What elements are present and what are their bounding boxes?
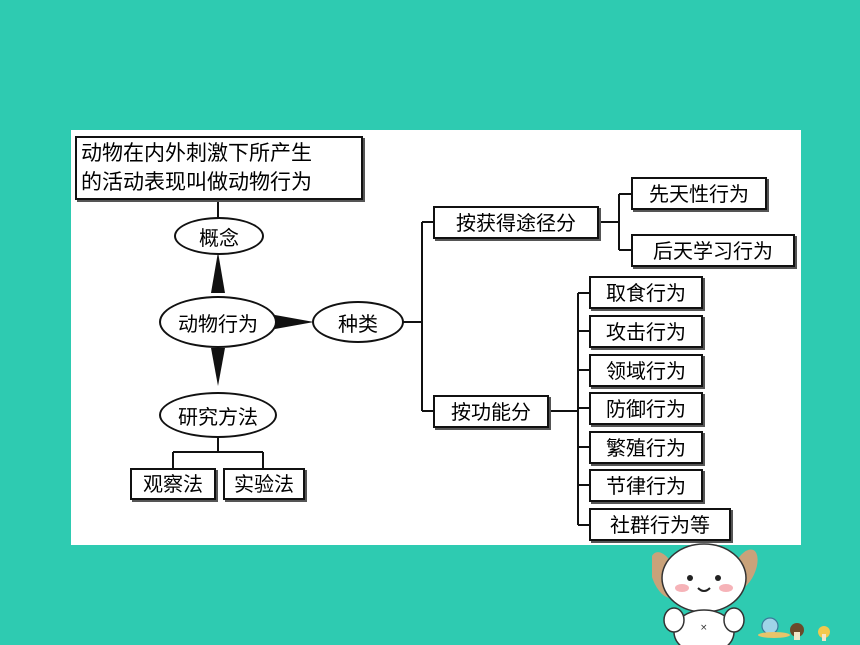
concept-node: 概念 bbox=[174, 217, 264, 255]
definition-box: 动物在内外刺激下所产生 的活动表现叫做动物行为 bbox=[75, 136, 363, 200]
types-node: 种类 bbox=[312, 301, 404, 343]
svg-text:×: × bbox=[700, 623, 708, 633]
innate-behavior: 先天性行为 bbox=[631, 177, 767, 210]
connector-lines bbox=[172, 193, 631, 526]
function-item: 取食行为 bbox=[589, 276, 703, 309]
definition-line-1: 动物在内外刺激下所产生 bbox=[81, 141, 312, 165]
function-item: 繁殖行为 bbox=[589, 431, 703, 464]
function-category: 按功能分 bbox=[433, 395, 549, 428]
puppy-mascot-decoration: × bbox=[652, 543, 830, 645]
function-item: 防御行为 bbox=[589, 392, 703, 425]
center-node-animal-behavior: 动物行为 bbox=[159, 296, 277, 348]
acquisition-category: 按获得途径分 bbox=[433, 206, 599, 239]
function-item: 节律行为 bbox=[589, 469, 703, 502]
function-item: 社群行为等 bbox=[589, 508, 731, 541]
function-item: 领域行为 bbox=[589, 354, 703, 387]
concept-map-panel: 动物在内外刺激下所产生 的活动表现叫做动物行为 概念 动物行为 种类 研究方法 … bbox=[71, 130, 801, 545]
method-experiment: 实验法 bbox=[223, 468, 305, 500]
method-observation: 观察法 bbox=[130, 468, 216, 500]
learned-behavior: 后天学习行为 bbox=[631, 234, 795, 267]
function-item: 攻击行为 bbox=[589, 315, 703, 348]
methods-node: 研究方法 bbox=[159, 392, 277, 438]
definition-line-2: 的活动表现叫做动物行为 bbox=[81, 170, 312, 194]
